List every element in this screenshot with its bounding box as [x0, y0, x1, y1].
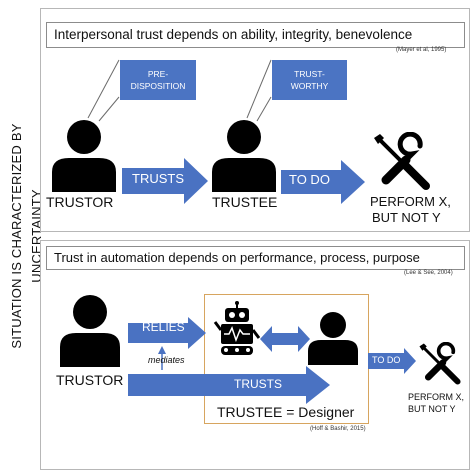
trustor2-person-icon	[60, 295, 120, 367]
panel1-perform-line2: BUT NOT Y	[372, 210, 441, 225]
predisposition-line2: DISPOSITION	[130, 81, 186, 91]
panel2-perform-line1: PERFORM X,	[408, 392, 465, 402]
trusts-arrow-label: TRUSTS	[132, 171, 184, 186]
trustworthy-line2: WORTHY	[290, 81, 329, 91]
todo-arrow-label: TO DO	[289, 172, 330, 187]
wrench-screwdriver-icon	[374, 132, 430, 190]
trusts-long-arrow	[128, 366, 330, 404]
todo-arrow	[281, 160, 365, 204]
todo2-arrow-label: TO DO	[372, 355, 401, 365]
trustee-person-icon	[212, 120, 276, 192]
panel1-trustee-label: TRUSTEE	[212, 194, 278, 210]
panel1-trustor-label: TRUSTOR	[46, 194, 114, 210]
mediates-connector	[158, 346, 166, 370]
panel2-perform-line2: BUT NOT Y	[408, 404, 456, 414]
callout-lines	[87, 59, 272, 122]
designer-person-icon	[308, 312, 358, 365]
predisposition-box: PRE- DISPOSITION	[120, 60, 196, 100]
panel1-title: Interpersonal trust depends on ability, …	[46, 22, 465, 48]
mediates-label: mediates	[148, 355, 185, 365]
panel2-citation2: (Hoff & Bashir, 2015)	[310, 426, 366, 432]
double-arrow	[260, 326, 310, 352]
relies-arrow	[128, 317, 206, 349]
todo2-arrow	[368, 348, 416, 374]
panel2-title: Trust in automation depends on performan…	[46, 246, 465, 270]
trustworthy-box: TRUST- WORTHY	[272, 60, 347, 100]
robot-icon	[213, 301, 261, 355]
predisposition-line1: PRE-	[147, 69, 169, 79]
trusts-arrow	[122, 158, 208, 204]
trustworthy-line1: TRUST-	[294, 69, 325, 79]
panel2-citation: (Lee & See, 2004)	[404, 270, 453, 276]
panel1-perform-line1: PERFORM X,	[370, 194, 451, 209]
panel2-trustor-label: TRUSTOR	[56, 372, 124, 388]
trustor-person-icon	[52, 120, 116, 192]
trusts-long-arrow-label: TRUSTS	[234, 377, 282, 391]
wrench-screwdriver-icon-2	[419, 342, 461, 385]
panel2-trustee-label: TRUSTEE = Designer	[217, 404, 355, 420]
relies-arrow-label: RELIES	[142, 320, 185, 334]
panel1-citation: (Mayer et al, 1995)	[396, 47, 447, 53]
